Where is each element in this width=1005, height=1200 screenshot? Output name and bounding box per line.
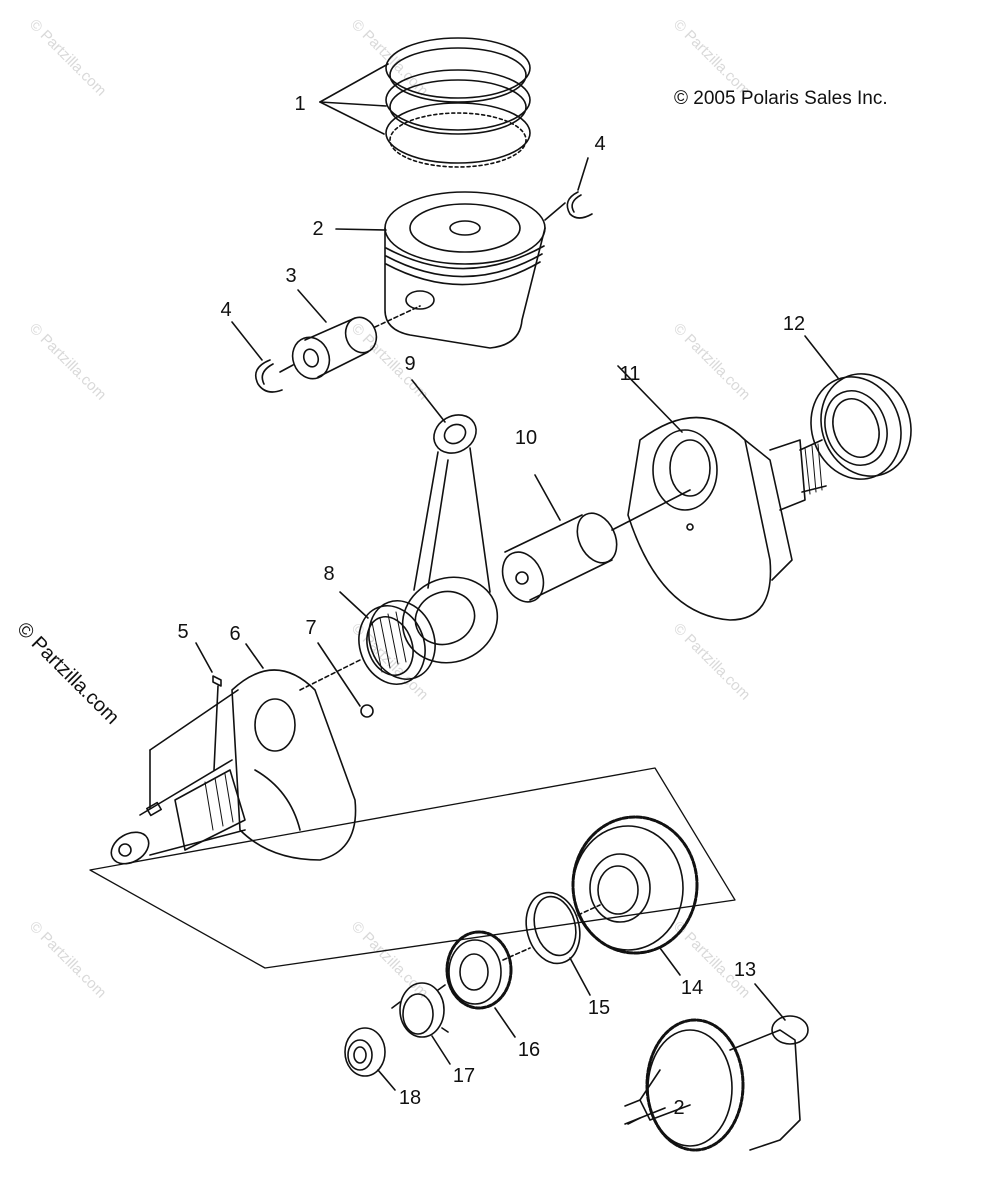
piston bbox=[335, 191, 546, 349]
callout-4-left: 4 bbox=[220, 299, 232, 321]
nut bbox=[344, 1027, 396, 1091]
callout-11: 11 bbox=[619, 363, 641, 385]
wrist-pin bbox=[279, 289, 421, 380]
callout-5: 5 bbox=[177, 621, 189, 643]
callout-3: 3 bbox=[285, 265, 297, 287]
callout-2: 2 bbox=[312, 218, 324, 240]
balance-shaft-gear bbox=[624, 983, 809, 1152]
right-crank-half bbox=[617, 365, 827, 621]
callout-8: 8 bbox=[323, 563, 335, 585]
large-gear bbox=[571, 815, 699, 976]
lock-washer bbox=[391, 982, 451, 1065]
needle-bearing bbox=[339, 591, 436, 685]
callout-6: 6 bbox=[229, 623, 241, 645]
circlip-right bbox=[544, 157, 593, 221]
piston-rings bbox=[319, 37, 531, 168]
callout-16: 16 bbox=[517, 1039, 541, 1061]
callout-15: 15 bbox=[587, 997, 611, 1019]
callout-12: 12 bbox=[782, 313, 806, 335]
callout-4-right: 4 bbox=[594, 133, 606, 155]
callout-17: 17 bbox=[452, 1065, 476, 1087]
circlip-left bbox=[231, 321, 283, 393]
ball-bearing bbox=[804, 335, 912, 480]
callout-18: 18 bbox=[398, 1087, 422, 1109]
callout-10: 10 bbox=[514, 427, 538, 449]
callout-1: 1 bbox=[294, 93, 306, 115]
thrust-washer bbox=[525, 891, 601, 996]
callout-9: 9 bbox=[404, 353, 416, 375]
callout-13: 13 bbox=[733, 959, 757, 981]
callout-2-bottom: 2 bbox=[673, 1097, 685, 1119]
crank-pin bbox=[501, 474, 691, 603]
connecting-rod bbox=[401, 379, 499, 664]
callout-14: 14 bbox=[680, 977, 704, 999]
left-crank-half bbox=[110, 642, 374, 865]
callout-7: 7 bbox=[305, 617, 317, 639]
copyright-notice: © 2005 Polaris Sales Inc. bbox=[674, 88, 888, 109]
assembly-outline bbox=[89, 767, 736, 969]
small-gear bbox=[445, 930, 531, 1038]
